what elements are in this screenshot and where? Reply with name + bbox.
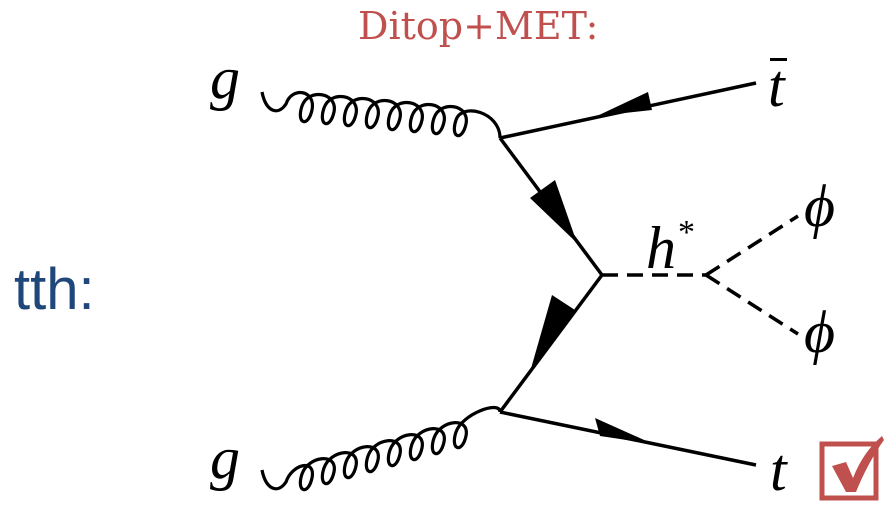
label-gluon-bottom: g: [210, 425, 240, 491]
phi-line-bottom: [705, 273, 799, 336]
process-label: tth:: [14, 257, 95, 322]
gluon-line-top: [260, 91, 502, 139]
label-antitop: t: [768, 53, 787, 119]
label-top: t: [770, 437, 787, 503]
top-arrow: [595, 418, 653, 444]
propagator-lower: [498, 273, 604, 414]
label-higgs-text: h: [646, 215, 676, 281]
diagram-title: Ditop+MET:: [358, 4, 599, 48]
label-higgs: h*: [646, 215, 695, 281]
label-phi-top: ϕ: [804, 173, 836, 239]
checkbox-checked-icon: [819, 436, 884, 501]
label-antitop-text: t: [768, 53, 787, 119]
label-higgs-star: *: [678, 214, 695, 251]
label-gluon-top: g: [210, 45, 240, 111]
antitop-arrow: [597, 92, 652, 116]
propagator-lower-arrow: [530, 295, 575, 372]
propagator-upper-arrow: [530, 180, 577, 243]
phi-line-top: [705, 214, 799, 277]
gluon-line-bottom: [260, 406, 502, 492]
label-phi-bottom: ϕ: [804, 299, 836, 365]
